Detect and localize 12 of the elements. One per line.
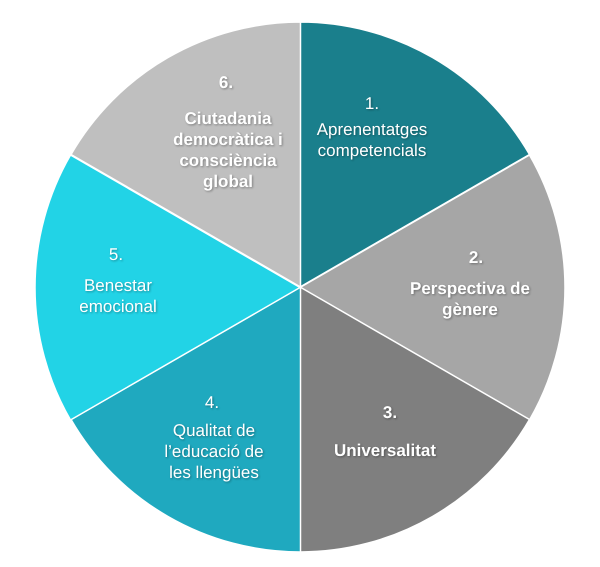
slice-number: 6. — [218, 72, 234, 92]
slice-number: 5. — [108, 244, 124, 264]
slice-number: 4. — [204, 392, 220, 412]
slice-label: Ciutadania democràtica i consciència global — [172, 108, 284, 192]
slice-number: 3. — [382, 402, 398, 422]
slice-label: Qualitat de l’educació de les llengües — [163, 420, 265, 482]
slice-label: Benestar emocional — [78, 275, 158, 317]
slice-label: Universalitat — [332, 440, 438, 460]
slice-label: Aprenentatges competencials — [316, 119, 428, 161]
slice-number: 2. — [468, 246, 484, 268]
slice-number: 1. — [364, 92, 380, 114]
slice-label: Perspectiva de gènere — [408, 278, 531, 320]
